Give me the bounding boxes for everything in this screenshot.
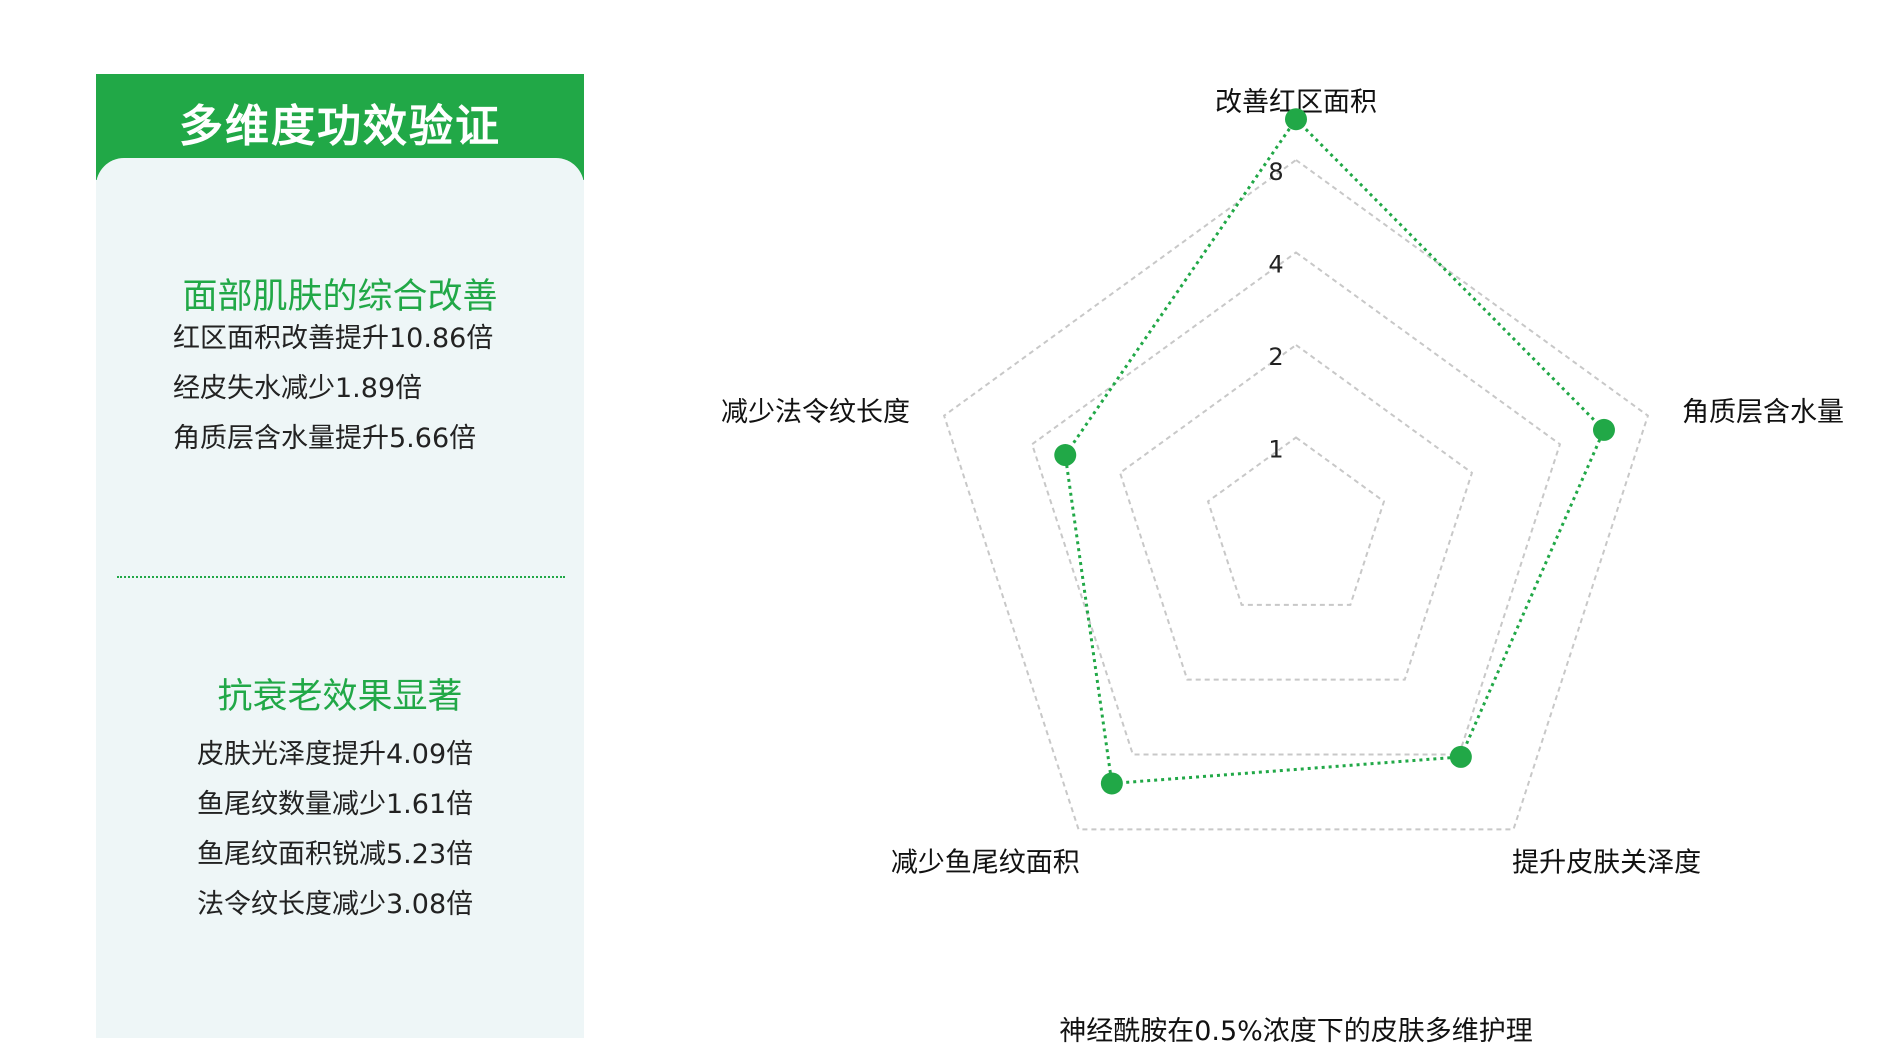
list-item: 鱼尾纹面积锐减5.23倍: [197, 839, 474, 870]
grid-ring: [942, 158, 1650, 831]
list-item: 经皮失水减少1.89倍: [173, 373, 423, 404]
data-point: [1592, 418, 1615, 441]
tick-label: 4: [1268, 251, 1283, 279]
axis-label: 角质层含水量: [1682, 397, 1844, 428]
skin-improvement-list: 红区面积改善提升10.86倍 经皮失水减少1.89倍 角质层含水量提升5.66倍: [173, 320, 573, 470]
grid-ring: [1030, 251, 1562, 756]
axis-label: 减少鱼尾纹面积: [891, 847, 1080, 878]
grid-ring: [1206, 436, 1386, 606]
list-item: 皮肤光泽度提升4.09倍: [197, 739, 474, 770]
chart-caption: 神经酰胺在0.5%浓度下的皮肤多维护理: [1059, 1016, 1533, 1047]
axis-label: 减少法令纹长度: [721, 397, 910, 428]
data-point: [1449, 745, 1472, 768]
card-body: [96, 158, 584, 1038]
section-title-anti-aging: 抗衰老效果显著: [217, 677, 463, 717]
anti-aging-list: 皮肤光泽度提升4.09倍 鱼尾纹数量减少1.61倍 鱼尾纹面积锐减5.23倍 法…: [197, 736, 597, 936]
grid-ring: [1118, 343, 1474, 681]
tick-label: 2: [1268, 343, 1283, 371]
data-point: [1100, 772, 1123, 795]
data-point: [1054, 444, 1077, 467]
axis-label: 提升皮肤关泽度: [1512, 847, 1701, 878]
tick-label: 1: [1268, 436, 1283, 464]
divider: [117, 576, 565, 578]
data-point: [1285, 108, 1307, 131]
section-title-skin-improvement: 面部肌肤的综合改善: [182, 277, 498, 317]
list-item: 法令纹长度减少3.08倍: [197, 889, 474, 920]
card-title: 多维度功效验证: [179, 101, 501, 152]
list-item: 红区面积改善提升10.86倍: [173, 323, 494, 354]
tick-label: 8: [1268, 158, 1283, 186]
series-line: [1063, 116, 1606, 786]
efficacy-card: 多维度功效验证: [96, 74, 584, 1038]
list-item: 角质层含水量提升5.66倍: [173, 423, 477, 454]
list-item: 鱼尾纹数量减少1.61倍: [197, 789, 474, 820]
radar-chart: 1248改善红区面积角质层含水量提升皮肤关泽度减少鱼尾纹面积减少法令纹长度神经酰…: [721, 87, 1844, 1047]
